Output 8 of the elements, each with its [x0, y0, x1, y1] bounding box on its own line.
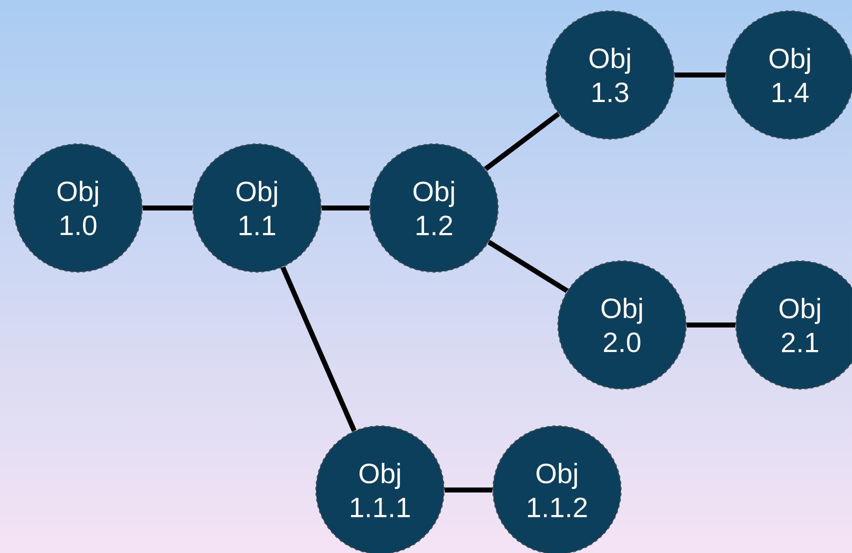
- connector-line: [444, 488, 492, 492]
- connector-line: [322, 206, 370, 210]
- connector-line: [142, 206, 192, 210]
- connector-line: [484, 112, 560, 172]
- connector-line: [674, 72, 726, 78]
- connector-line: [686, 322, 736, 328]
- connector-line: [488, 240, 568, 293]
- connector-line: [280, 266, 356, 432]
